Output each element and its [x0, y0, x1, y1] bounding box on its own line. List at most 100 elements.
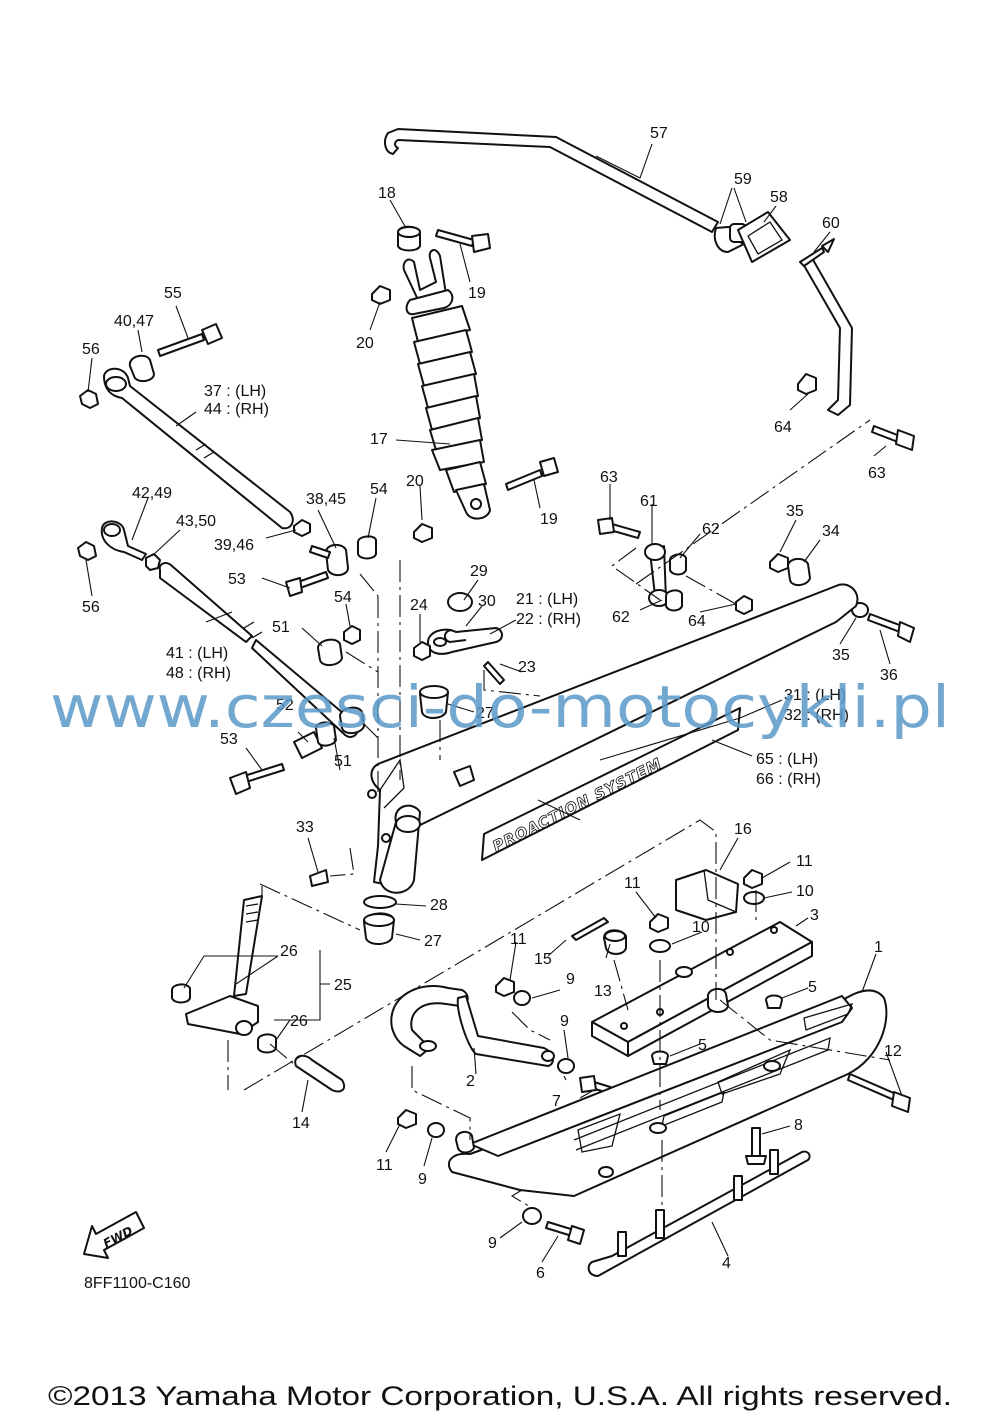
callout-4: 4: [722, 1255, 731, 1272]
lower-pivot-collar: [339, 706, 365, 734]
callout-30: 30: [478, 593, 496, 610]
callout-66-rh: 66 : (RH): [756, 771, 821, 788]
lower-arm-bolt: [285, 571, 329, 597]
callout-13: 13: [594, 983, 612, 1000]
callout-26b: 26: [290, 1013, 308, 1030]
callout-36: 36: [880, 667, 898, 684]
callout-61: 61: [640, 493, 658, 510]
callout-12: 12: [884, 1043, 902, 1060]
callout-9a: 9: [566, 971, 575, 988]
callout-31-lh: 31 : (LH): [784, 687, 846, 704]
callout-56b: 56: [82, 599, 100, 616]
callout-37-lh: 37 : (LH): [204, 383, 266, 400]
bar-end-nut: [797, 373, 817, 395]
link-nut: [735, 595, 753, 615]
bracket-washer-upper: [743, 891, 765, 905]
upper-arm: [103, 367, 294, 530]
lower-arm-jam-nut: [145, 553, 161, 571]
damper-bushing: [603, 929, 627, 955]
bracket-bolt: [799, 238, 835, 267]
callout-48-rh: 48 : (RH): [166, 665, 231, 682]
bracket-nut-upper: [743, 869, 763, 889]
diagram-code: 8FF1100-C160: [84, 1275, 191, 1292]
o-ring: [363, 895, 397, 909]
link-bolt: [597, 517, 641, 539]
ski-pivot-bushing: [707, 988, 729, 1013]
callout-11b: 11: [624, 875, 641, 892]
callout-58: 58: [770, 189, 788, 206]
shock-upper-nut: [371, 285, 391, 305]
spindle-pipe: [294, 1054, 346, 1093]
callout-44-rh: 44 : (RH): [204, 401, 269, 418]
spring: [571, 917, 609, 941]
lower-pivot-bolt: [229, 763, 285, 795]
handle-nut-1: [495, 977, 515, 997]
shock-bushing: [397, 225, 421, 252]
cap: [447, 592, 473, 612]
ski-screw-1: [765, 994, 783, 1009]
bracket-washer-mid: [649, 939, 671, 953]
callout-11c: 11: [510, 931, 527, 948]
callout-20a: 20: [356, 335, 374, 352]
callout-9b: 9: [560, 1013, 569, 1030]
trailing-arm-bolt: [867, 613, 915, 643]
callout-19a: 19: [468, 285, 486, 302]
spindle: [185, 895, 263, 1036]
callout-57: 57: [650, 125, 668, 142]
stud-bolt-2: [769, 1149, 779, 1175]
shock-lower-nut: [413, 523, 433, 543]
callout-28: 28: [430, 897, 448, 914]
callout-2: 2: [466, 1073, 475, 1090]
callout-59: 59: [734, 171, 752, 188]
handle-washer-2: [557, 1058, 575, 1074]
shock-lower-bolt: [505, 457, 559, 491]
runner-bolt: [545, 1221, 585, 1245]
ski: [447, 989, 888, 1197]
callout-62b: 62: [612, 609, 630, 626]
grease-nipple: [309, 869, 329, 887]
bar-end-bolt: [871, 425, 915, 451]
stud-bolt-4: [655, 1209, 665, 1239]
copyright: ©2013 Yamaha Motor Corporation, U.S.A. A…: [48, 1381, 952, 1411]
spindle-bushing-1: [171, 983, 191, 1004]
lower-arm-rod-end: [100, 520, 147, 561]
callout-27a: 27: [476, 705, 494, 722]
callout-39-46: 39,46: [214, 537, 254, 554]
upper-arm-collar: [128, 354, 155, 382]
link-collar-1: [669, 553, 687, 576]
callout-11d: 11: [376, 1157, 393, 1174]
callout-17: 17: [370, 431, 388, 448]
callout-54a: 54: [370, 481, 388, 498]
callout-56a: 56: [82, 341, 100, 358]
callout-10b: 10: [692, 919, 710, 936]
callout-42-49: 42,49: [132, 485, 172, 502]
callout-1: 1: [874, 939, 883, 956]
callout-9c: 9: [418, 1171, 427, 1188]
fwd-arrow: FWD: [83, 1211, 145, 1259]
callout-11a: 11: [796, 853, 813, 870]
callout-53b: 53: [220, 731, 238, 748]
ski-pivot-bolt: [847, 1073, 911, 1113]
bearing-bushing-lower: [363, 912, 395, 945]
stud-bolt-3: [733, 1175, 743, 1201]
lower-arm-nut: [77, 541, 97, 561]
ski-nut: [397, 1109, 417, 1129]
callout-35b: 35: [832, 647, 850, 664]
shock-upper-bolt: [435, 229, 491, 253]
handle-washer-1: [513, 990, 531, 1006]
callout-29: 29: [470, 563, 488, 580]
callout-62a: 62: [702, 521, 720, 538]
leader-lines: [85, 143, 903, 1263]
shock-absorber: [402, 249, 491, 520]
spindle-bushing-2: [257, 1033, 277, 1054]
callout-14: 14: [292, 1115, 310, 1132]
callout-labels: 57 59 58 60 18 19 20 55 40,47 56 37 : (L…: [82, 125, 902, 1282]
ski-handle: [390, 985, 555, 1067]
trailing-arm: [367, 583, 859, 894]
callout-15: 15: [534, 951, 552, 968]
callout-55: 55: [164, 285, 182, 302]
reference-lines: [227, 419, 891, 1210]
lower-arm: [158, 562, 359, 738]
link-collar-2: [665, 589, 683, 612]
callout-5a: 5: [808, 979, 817, 996]
